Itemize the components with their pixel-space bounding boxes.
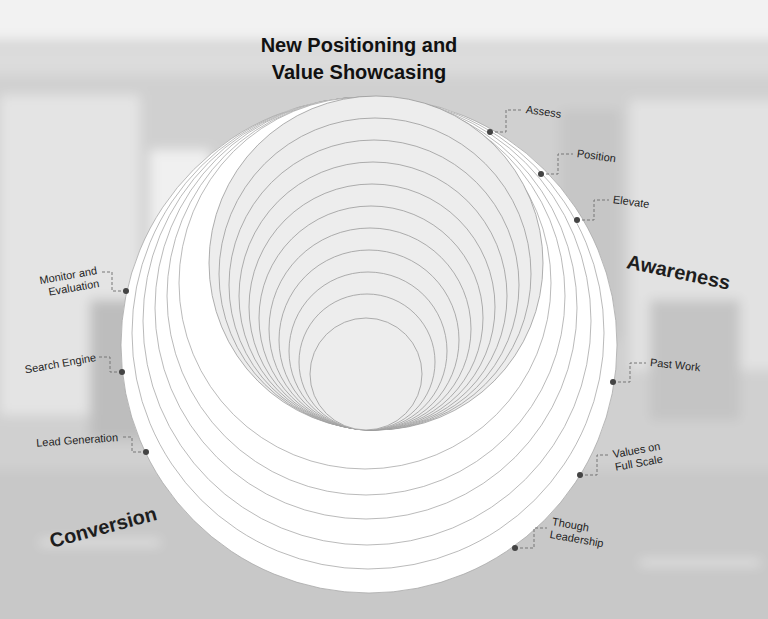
leader-lines	[99, 110, 646, 548]
diagram-title: New Positioning and Value Showcasing	[234, 32, 484, 86]
outer-rings	[121, 97, 617, 593]
inner-rings	[209, 96, 543, 430]
leader-dots	[119, 129, 616, 551]
